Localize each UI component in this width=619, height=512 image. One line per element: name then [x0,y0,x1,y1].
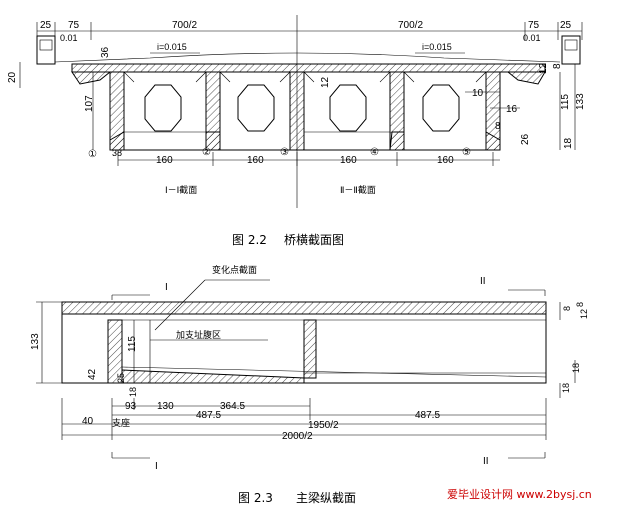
dim-top-right-25: 25 [560,20,572,31]
caption-number-2-3: 图 2.3 [238,491,273,505]
dim-right-8-top: 8 [552,63,563,69]
dim-right-8: 8 [562,306,572,311]
beam-number-5: ⑤ [462,147,471,158]
hollow-cell-4 [422,84,460,132]
deck-slab [71,63,546,73]
dim-right-8-b: 8 [575,302,585,307]
hollow-cell-2 [237,84,275,132]
dim-right-18: 18 [563,137,574,149]
section-label-i: Ⅰ－Ⅰ截面 [165,184,197,195]
dim-bottom-160-3: 160 [340,155,357,166]
dim-left-36: 36 [100,46,111,58]
dim-seg-93: 93 [125,401,137,412]
cross-section-drawing: 25 75 700/2 700/2 75 25 0.01 0.01 i=0.01… [7,15,586,247]
dim-bottom-160-4: 160 [437,155,454,166]
dim-right-001: 0.01 [523,33,541,43]
dim-right-18-b: 18 [561,383,571,393]
left-railing [36,35,56,65]
pavement-surface-line [54,52,561,63]
dim-bottom-38: 38 [112,148,122,158]
dim-right-10: 10 [472,88,484,99]
label-change-point: 变化点截面 [212,264,257,275]
dim-right-16: 16 [506,104,518,115]
dim-top-right-75: 75 [528,20,540,31]
dim-left-20: 20 [7,71,18,83]
support-label: 支座 [112,417,130,428]
dim-seg-40: 40 [82,416,94,427]
top-flange [61,301,547,315]
slope-right-label: i=0.015 [422,42,452,52]
dim-inner-115: 115 [127,336,138,352]
dim-half-700-right: 700/2 [398,20,423,31]
section-label-ii: Ⅱ－Ⅱ截面 [340,184,376,195]
label-stiffening: 加支址腹区 [176,329,221,340]
mid-diaphragm [303,319,317,379]
dim-left-18: 18 [128,387,138,397]
beam-number-1: ① [88,149,97,160]
dim-right-12: 12 [538,62,549,74]
caption-text-2-2: 桥横截面图 [284,233,344,247]
dim-right-8: 8 [495,121,501,132]
dim-half-700-left: 700/2 [172,20,197,31]
hollow-cell-3 [329,84,367,132]
dim-top-left-75: 75 [68,20,80,31]
dim-seg-130: 130 [157,401,174,412]
beam-number-4: ④ [370,147,379,158]
dim-right-26: 26 [520,133,531,145]
dim-left-107: 107 [84,95,95,112]
slope-left-label: i=0.015 [157,42,187,52]
dim-seg-4875-right: 487.5 [415,410,440,421]
caption-text-2-3: 主梁纵截面 [296,490,356,505]
dim-top-left-25: 25 [40,20,52,31]
dim-half-1950: 1950/2 [308,420,339,431]
girder-web-3 [289,71,305,151]
roman-bottom-right: II [483,456,489,467]
right-railing [561,35,581,65]
longitudinal-section-drawing: I II I II 变化点截面 加支址腹区 133 115 42 [30,264,589,505]
dim-seg-3645: 364.5 [220,401,245,412]
dim-bottom-160-1: 160 [156,155,173,166]
dim-right-115: 115 [560,94,571,110]
dim-seg-4875-left: 487.5 [196,410,221,421]
roman-top-right: II [480,276,486,287]
dim-bottom-160-2: 160 [247,155,264,166]
dim-right-18: 18 [571,363,581,373]
roman-top-left: I [165,282,168,293]
dim-left-001: 0.01 [60,33,78,43]
dim-center-12: 12 [320,76,331,88]
beam-number-2: ② [202,147,211,158]
dim-half-2000: 2000/2 [282,431,313,442]
dim-right-12: 12 [579,309,589,319]
site-watermark: 爱毕业设计网 www.2bysj.cn [447,488,592,501]
caption-number-2-2: 图 2.2 [232,233,267,247]
dim-left-25: 25 [116,373,126,383]
dim-left-133: 133 [30,333,41,350]
dim-left-42: 42 [87,368,98,380]
dim-right-133: 133 [575,93,586,110]
beam-number-3: ③ [280,147,289,158]
hollow-cell-1 [144,84,182,132]
end-diaphragm [107,319,123,384]
roman-bottom-left: I [155,461,158,472]
